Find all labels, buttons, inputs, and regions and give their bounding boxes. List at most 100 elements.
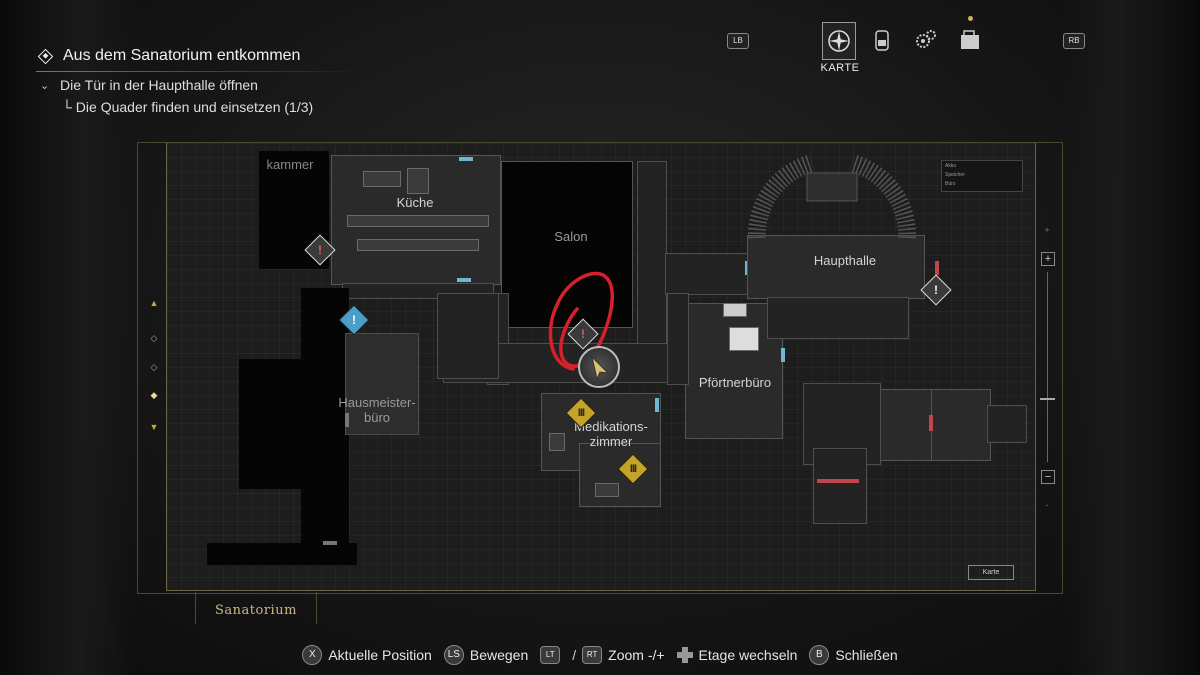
hint-label: Schließen bbox=[835, 647, 898, 663]
hint-label: Etage wechseln bbox=[698, 647, 798, 663]
furniture bbox=[347, 215, 489, 227]
furniture bbox=[357, 239, 479, 251]
crafting-tab[interactable] bbox=[910, 22, 942, 58]
hint-current-position[interactable]: X Aktuelle Position bbox=[302, 645, 432, 665]
sub-objective-text: Die Tür in der Haupthalle öffnen bbox=[60, 77, 258, 93]
legend-item: Büro bbox=[945, 181, 956, 187]
room-medikationszimmer-annex[interactable] bbox=[579, 443, 661, 507]
sub-objective: ⌄ Die Tür in der Haupthalle öffnen bbox=[40, 77, 258, 93]
hint-move[interactable]: LS Bewegen bbox=[443, 645, 529, 665]
gears-icon bbox=[916, 30, 936, 48]
area-name: Sanatorium bbox=[215, 603, 297, 618]
objective-divider bbox=[36, 71, 366, 72]
door-blue bbox=[781, 348, 785, 362]
corridor bbox=[767, 297, 909, 339]
room-label-salon: Salon bbox=[554, 229, 588, 244]
furniture bbox=[363, 171, 401, 187]
map-frame bbox=[137, 142, 1063, 594]
hint-label: Zoom -/+ bbox=[608, 647, 665, 663]
room-east-1[interactable] bbox=[879, 389, 933, 461]
corridor bbox=[437, 293, 499, 379]
furniture bbox=[723, 303, 747, 317]
legend-item: Speicher bbox=[945, 172, 965, 178]
room-dark-block bbox=[239, 359, 349, 489]
room-label-hausmeister-1: Hausmeister- bbox=[338, 395, 416, 410]
room-label-pfoertner: Pförtnerbüro bbox=[698, 375, 772, 390]
rb-button[interactable]: RB bbox=[1063, 33, 1085, 49]
karte-button[interactable]: Karte bbox=[968, 565, 1014, 580]
corridor bbox=[813, 448, 867, 524]
room-east-2[interactable] bbox=[931, 389, 991, 461]
background-pillar-left bbox=[0, 0, 135, 675]
zoom-track[interactable] bbox=[1047, 272, 1048, 462]
door-grey bbox=[323, 541, 337, 545]
controls-hint-bar: X Aktuelle Position LS Bewegen LT / RT Z… bbox=[0, 645, 1200, 665]
legend-item: Akku bbox=[945, 163, 957, 169]
left-stick-icon: LS bbox=[443, 645, 464, 665]
cube-item-icon: III bbox=[577, 407, 585, 419]
hint-change-floor[interactable]: Etage wechseln bbox=[676, 647, 798, 663]
room-pfoertnerbuero[interactable] bbox=[685, 303, 783, 439]
room-label-medikation-1: Medikations- bbox=[574, 419, 648, 434]
room-label-medikation-2: zimmer bbox=[589, 434, 633, 449]
room-label-kammer: kammer bbox=[266, 157, 314, 172]
danger-marker[interactable]: ! bbox=[920, 274, 952, 306]
x-button-icon: X bbox=[302, 645, 323, 665]
grand-staircase bbox=[747, 154, 917, 239]
hint-zoom[interactable]: LT / RT Zoom -/+ bbox=[540, 646, 665, 664]
floor-up-icon[interactable]: ▲ bbox=[149, 298, 159, 308]
floor-down-icon[interactable]: ▼ bbox=[149, 422, 159, 432]
lb-button[interactable]: LB bbox=[727, 33, 749, 49]
furniture bbox=[549, 433, 565, 451]
hint-label: Aktuelle Position bbox=[328, 647, 432, 663]
corridor-dark bbox=[207, 543, 357, 565]
door-red bbox=[817, 479, 859, 483]
hint-label: Bewegen bbox=[469, 647, 529, 663]
inventory-tab[interactable] bbox=[866, 22, 898, 58]
door-blue bbox=[459, 157, 473, 161]
zoom-in-button[interactable]: + bbox=[1041, 252, 1055, 266]
folder-icon bbox=[961, 30, 979, 49]
backpack-icon bbox=[875, 30, 889, 51]
exclamation-icon: ! bbox=[934, 283, 938, 297]
furniture bbox=[595, 483, 619, 497]
floor-selector[interactable]: ▲ ◇ ◇ ◆ ▼ bbox=[143, 298, 159, 438]
floor-current-icon[interactable]: ◆ bbox=[150, 390, 158, 400]
tab-label: KARTE bbox=[820, 62, 860, 74]
floor-marker-icon[interactable]: ◇ bbox=[150, 362, 158, 372]
room-label-kueche: Küche bbox=[396, 195, 434, 210]
exclamation-icon: ! bbox=[318, 243, 322, 257]
zoom-out-button[interactable]: − bbox=[1041, 470, 1055, 484]
floor-marker-icon[interactable]: ◇ bbox=[150, 333, 158, 343]
area-name-tab bbox=[195, 592, 317, 624]
background-pillar-right bbox=[1065, 0, 1200, 675]
zoom-minus-small: - bbox=[1045, 500, 1049, 510]
hint-close[interactable]: B Schließen bbox=[809, 645, 898, 665]
zoom-plus-small: + bbox=[1044, 225, 1050, 235]
info-icon: ! bbox=[352, 313, 356, 327]
lt-button-icon: LT bbox=[540, 646, 561, 664]
door-blue bbox=[655, 398, 659, 412]
notification-dot bbox=[968, 16, 973, 21]
door-blue bbox=[457, 278, 471, 282]
map-tab[interactable] bbox=[822, 22, 856, 60]
furniture bbox=[407, 168, 429, 194]
door-grey bbox=[345, 413, 349, 427]
red-circle-annotation bbox=[548, 271, 614, 371]
zoom-knob[interactable] bbox=[1040, 398, 1055, 400]
corridor bbox=[667, 293, 689, 385]
cube-item-icon: III bbox=[629, 463, 637, 475]
dpad-icon bbox=[676, 647, 693, 663]
room-label-hausmeister-2: büro bbox=[363, 410, 391, 425]
door-red bbox=[935, 261, 939, 275]
room-hausmeisterbuero[interactable] bbox=[345, 333, 419, 435]
corridor bbox=[987, 405, 1027, 443]
chevron-down-icon: ⌄ bbox=[40, 79, 50, 92]
map-canvas[interactable]: kammer Küche Salon Hausmeister- büro Med… bbox=[166, 143, 1036, 591]
slash-separator: / bbox=[572, 647, 577, 663]
room-label-haupthalle: Haupthalle bbox=[813, 253, 877, 268]
sub-sub-objective-text: └ Die Quader finden und einsetzen (1/3) bbox=[62, 99, 314, 115]
main-objective-text: Aus dem Sanatorium entkommen bbox=[63, 47, 301, 64]
files-tab[interactable] bbox=[954, 22, 986, 58]
furniture bbox=[729, 327, 759, 351]
